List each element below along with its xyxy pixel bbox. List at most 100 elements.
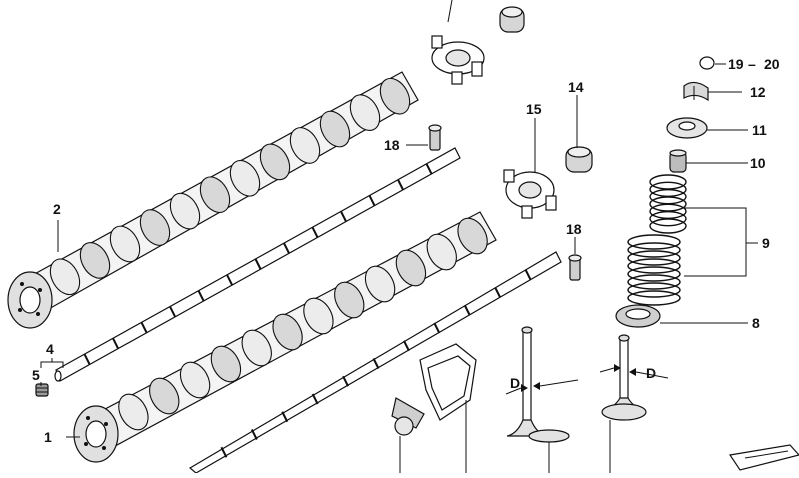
shaft-ring bbox=[281, 411, 289, 423]
callout-20: 20 bbox=[764, 56, 780, 72]
callout-11: 11 bbox=[752, 122, 767, 138]
valve-exhaust bbox=[601, 334, 647, 421]
cam-lobe bbox=[319, 110, 351, 148]
spring-coil bbox=[627, 282, 681, 298]
cam-lobe bbox=[259, 143, 291, 181]
shaft-ring bbox=[283, 242, 290, 254]
cam-lobe bbox=[149, 377, 180, 415]
cap-top bbox=[499, 6, 525, 33]
bolt-18-right bbox=[568, 254, 582, 281]
spring-retainer-11 bbox=[666, 117, 708, 139]
shaft-ring bbox=[403, 340, 410, 352]
valve-seal-10 bbox=[669, 149, 687, 173]
callout-14: 14 bbox=[568, 79, 584, 95]
shaft-ring bbox=[372, 358, 380, 369]
shaft-ring bbox=[463, 304, 471, 316]
shaft-ring bbox=[250, 429, 258, 440]
camshaft-upper-flange bbox=[7, 271, 53, 329]
shaft-upper bbox=[54, 147, 461, 382]
retaining-clip bbox=[419, 343, 477, 421]
valve-stem-seal-19 bbox=[699, 56, 715, 70]
dimension-d-right-label: D bbox=[646, 365, 656, 381]
spring-coil bbox=[627, 290, 681, 306]
cam-lobe bbox=[169, 192, 201, 230]
valve-spring-inner bbox=[627, 234, 681, 306]
bolt-18-upper bbox=[428, 124, 442, 151]
rocker-arm bbox=[391, 397, 425, 436]
camshaft-upper bbox=[7, 71, 419, 329]
valve-intake bbox=[506, 326, 570, 443]
spring-coil bbox=[627, 258, 681, 274]
callouts: 1 2 4 5 18 15 14 18 19 – 20 12 11 10 9 8… bbox=[32, 56, 780, 445]
cam-lobe bbox=[79, 242, 111, 279]
shaft-ring bbox=[311, 393, 319, 405]
sensor-wheel-top bbox=[431, 35, 485, 85]
spring-coil bbox=[627, 274, 681, 290]
callout-18-upper: 18 bbox=[384, 137, 400, 153]
callout-8: 8 bbox=[752, 315, 760, 331]
callout-12: 12 bbox=[750, 84, 766, 100]
shaft-ring bbox=[342, 375, 349, 387]
shaft-ring bbox=[311, 226, 319, 238]
shaft-ring bbox=[254, 258, 262, 270]
cam-lobe bbox=[199, 176, 231, 214]
shaft-ring bbox=[524, 269, 532, 281]
cap-14 bbox=[565, 146, 593, 173]
spring-seat-8 bbox=[615, 304, 661, 328]
shaft-ring bbox=[397, 179, 404, 191]
shaft-ring bbox=[433, 322, 441, 334]
dimension-d-right bbox=[599, 364, 669, 379]
callout-4: 4 bbox=[46, 341, 54, 357]
valve-keeper-12 bbox=[683, 81, 709, 102]
cam-lobe bbox=[379, 77, 411, 115]
callout-1: 1 bbox=[44, 429, 52, 445]
spring-coil bbox=[627, 234, 681, 250]
sensor-wheel-15 bbox=[503, 169, 557, 219]
cam-lobe bbox=[334, 281, 365, 319]
spring-coil bbox=[649, 210, 687, 227]
spring-coil bbox=[627, 266, 681, 282]
valve-spring-outer bbox=[649, 174, 687, 234]
shaft-ring bbox=[112, 337, 119, 349]
camshaft-upper-lobes bbox=[49, 77, 411, 296]
camshaft-lower-flange bbox=[73, 405, 119, 463]
camshaft-lower bbox=[73, 211, 497, 463]
shaft-lower bbox=[188, 251, 562, 474]
shaft-upper-rings bbox=[83, 163, 433, 365]
cam-lobe bbox=[210, 345, 242, 383]
camshaft-lower-lobes bbox=[118, 217, 488, 431]
cam-lobe bbox=[395, 249, 427, 287]
callout-5: 5 bbox=[32, 367, 40, 383]
spring-coil bbox=[627, 250, 681, 266]
callout-15: 15 bbox=[526, 101, 542, 117]
cam-lobe bbox=[303, 297, 334, 335]
callout-18-right: 18 bbox=[566, 221, 582, 237]
callout-dash: – bbox=[748, 56, 756, 72]
spring-coil bbox=[627, 242, 681, 258]
cam-lobe bbox=[49, 258, 81, 296]
shaft-ring bbox=[140, 321, 148, 333]
shaft-ring bbox=[197, 290, 205, 302]
callout-2: 2 bbox=[53, 201, 61, 217]
cam-lobe bbox=[272, 313, 303, 351]
shaft-ring bbox=[226, 274, 233, 286]
cam-lobe bbox=[179, 361, 211, 399]
cam-lobe bbox=[229, 159, 261, 197]
shaft-ring bbox=[368, 195, 376, 207]
cam-lobe bbox=[364, 265, 396, 303]
callout-9: 9 bbox=[762, 235, 770, 251]
shaft-ring bbox=[169, 306, 176, 318]
plug-part-5 bbox=[35, 383, 49, 397]
cam-lobe bbox=[118, 393, 149, 431]
shaft-lower-rings bbox=[220, 269, 532, 458]
spring-coil bbox=[649, 218, 687, 234]
leader-lines bbox=[40, 0, 758, 473]
shaft-ring bbox=[83, 353, 91, 365]
reference-arrow-icon bbox=[728, 444, 799, 471]
cam-lobe bbox=[241, 329, 272, 367]
callout-19: 19 bbox=[728, 56, 744, 72]
callout-10: 10 bbox=[750, 155, 766, 171]
shaft-ring bbox=[494, 287, 502, 298]
